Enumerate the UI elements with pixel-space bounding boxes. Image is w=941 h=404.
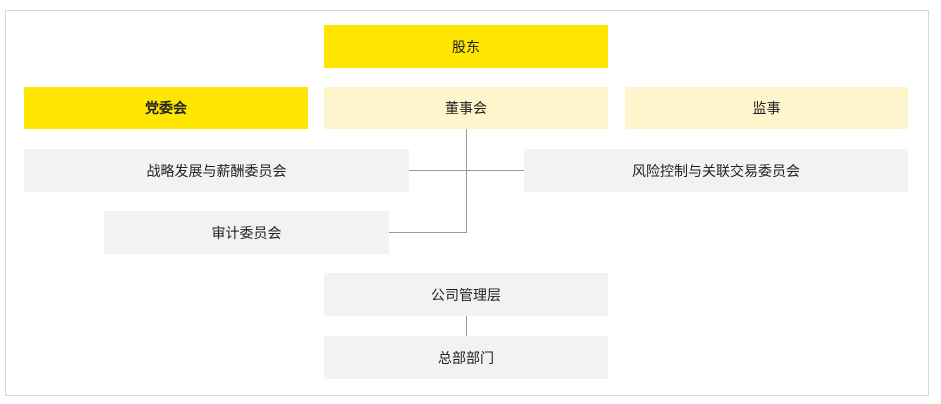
node-management: 公司管理层 xyxy=(324,273,608,316)
connector-audit xyxy=(389,232,466,233)
node-supervisors-label: 监事 xyxy=(752,100,781,116)
node-audit-committee: 审计委员会 xyxy=(104,211,389,254)
node-board: 董事会 xyxy=(324,87,608,129)
node-strategy-committee: 战略发展与薪酬委员会 xyxy=(24,149,409,192)
diagram-frame xyxy=(5,10,929,396)
connector-board-to-committees xyxy=(466,129,467,233)
node-strategy-committee-label: 战略发展与薪酬委员会 xyxy=(146,162,287,179)
node-risk-committee: 风险控制与关联交易委员会 xyxy=(524,149,908,192)
node-audit-committee-label: 审计委员会 xyxy=(211,224,282,241)
connector-management-to-departments xyxy=(466,316,467,336)
node-supervisors: 监事 xyxy=(625,87,908,129)
node-management-label: 公司管理层 xyxy=(431,286,501,303)
node-party-committee-label: 党委会 xyxy=(145,100,187,116)
node-departments-label: 总部部门 xyxy=(438,349,494,366)
node-risk-committee-label: 风险控制与关联交易委员会 xyxy=(632,162,800,179)
node-departments: 总部部门 xyxy=(324,336,608,379)
node-board-label: 董事会 xyxy=(445,100,487,116)
node-shareholders-label: 股东 xyxy=(452,38,480,55)
connector-strategy-to-risk xyxy=(409,170,524,171)
node-shareholders: 股东 xyxy=(324,25,608,68)
node-party-committee: 党委会 xyxy=(24,87,308,129)
